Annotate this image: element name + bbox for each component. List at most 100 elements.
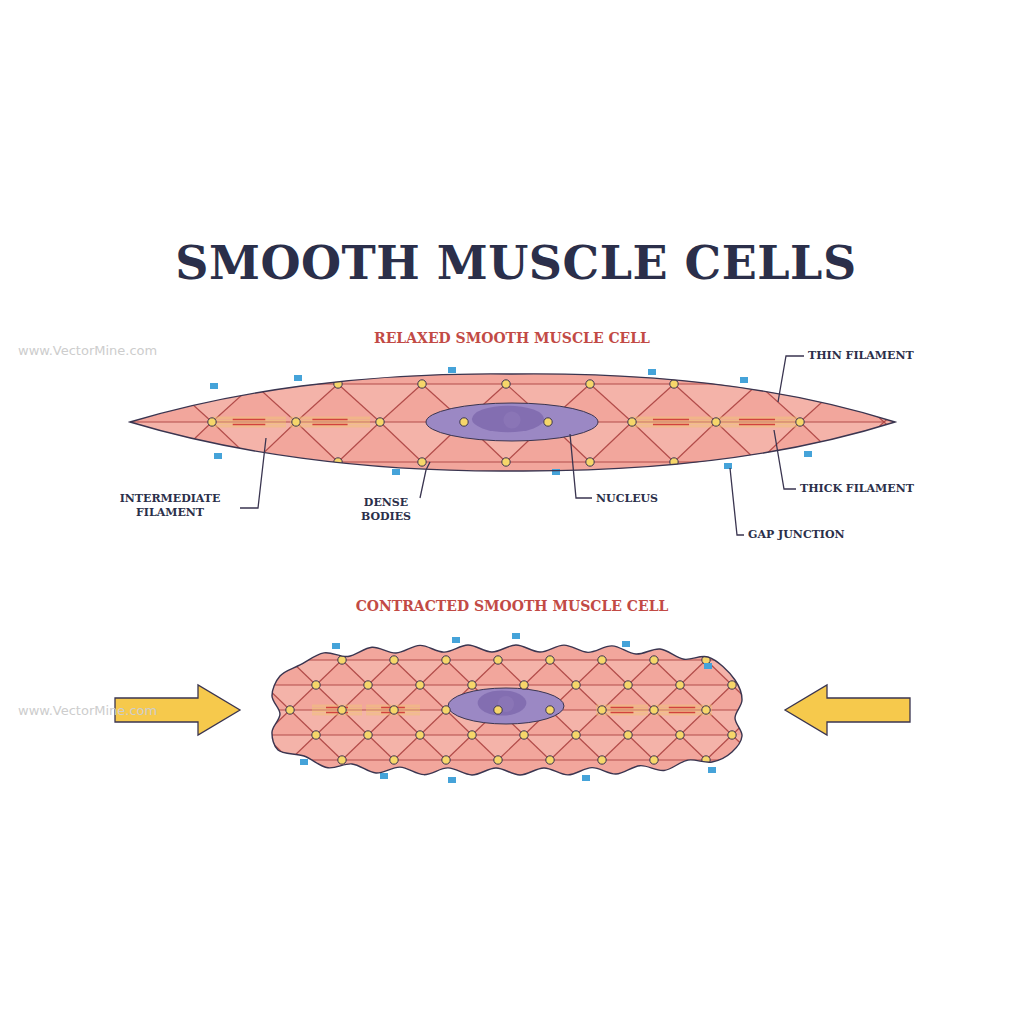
dense-body	[624, 681, 632, 689]
dense-body	[338, 756, 346, 764]
dense-body	[312, 681, 320, 689]
dense-body	[520, 681, 528, 689]
part-label: INTERMEDIATE FILAMENT	[100, 492, 240, 520]
gap-junction	[448, 367, 456, 373]
dense-body	[650, 756, 658, 764]
gap-junction	[452, 637, 460, 643]
section-heading: RELAXED SMOOTH MUSCLE CELL	[262, 330, 762, 346]
dense-body	[442, 756, 450, 764]
leader-line	[730, 468, 744, 535]
gap-junction	[294, 375, 302, 381]
dense-body	[418, 458, 426, 466]
dense-body	[442, 706, 450, 714]
dense-body	[494, 706, 502, 714]
leader-line	[240, 438, 266, 508]
gap-junction	[704, 663, 712, 669]
gap-junction	[512, 633, 520, 639]
dense-body	[728, 731, 736, 739]
contracted-cell	[238, 633, 810, 783]
nucleus	[448, 688, 564, 724]
dense-body	[628, 418, 636, 426]
gap-junction	[740, 377, 748, 383]
dense-body	[650, 706, 658, 714]
squeeze-arrow	[785, 685, 910, 735]
dense-body	[838, 380, 846, 388]
dense-body	[376, 418, 384, 426]
dense-body	[416, 731, 424, 739]
dense-body	[712, 418, 720, 426]
dense-body	[502, 380, 510, 388]
gap-junction	[214, 453, 222, 459]
part-label: THICK FILAMENT	[800, 482, 950, 496]
dense-body	[442, 656, 450, 664]
part-label: GAP JUNCTION	[748, 528, 898, 542]
dense-body	[468, 681, 476, 689]
gap-junction	[552, 469, 560, 475]
dense-body	[166, 380, 174, 388]
dense-body	[702, 706, 710, 714]
dense-body	[390, 756, 398, 764]
dense-body	[546, 656, 554, 664]
dense-body	[364, 731, 372, 739]
dense-body	[416, 681, 424, 689]
dense-body	[544, 418, 552, 426]
dense-body	[166, 458, 174, 466]
dense-body	[546, 706, 554, 714]
dense-body	[676, 681, 684, 689]
dense-body	[250, 458, 258, 466]
dense-body	[390, 656, 398, 664]
dense-body	[286, 756, 294, 764]
gap-junction	[300, 759, 308, 765]
dense-body	[572, 681, 580, 689]
dense-body	[494, 656, 502, 664]
relaxed-cell	[86, 367, 1010, 475]
cell-membrane	[272, 645, 742, 775]
watermark: www.VectorMine.com	[18, 703, 218, 718]
leader-line	[778, 356, 804, 402]
dense-body	[468, 731, 476, 739]
dense-body	[676, 731, 684, 739]
section-heading: CONTRACTED SMOOTH MUSCLE CELL	[262, 598, 762, 614]
dense-body	[546, 756, 554, 764]
dense-body	[728, 681, 736, 689]
leader-line	[420, 462, 430, 498]
dense-body	[670, 380, 678, 388]
dense-body	[250, 380, 258, 388]
gap-junction	[380, 773, 388, 779]
dense-body	[364, 681, 372, 689]
dense-body	[390, 706, 398, 714]
dense-body	[338, 706, 346, 714]
leader-line	[774, 430, 796, 489]
dense-body	[502, 458, 510, 466]
gap-junction	[648, 369, 656, 375]
dense-body	[418, 380, 426, 388]
dense-body	[494, 756, 502, 764]
dense-body	[572, 731, 580, 739]
dense-body	[598, 656, 606, 664]
cell-body	[272, 645, 742, 775]
gap-junction	[724, 463, 732, 469]
dense-body	[624, 731, 632, 739]
dense-body	[838, 458, 846, 466]
dense-body	[796, 418, 804, 426]
gap-junction	[708, 767, 716, 773]
dense-body	[586, 458, 594, 466]
gap-junction	[804, 451, 812, 457]
dense-body	[754, 458, 762, 466]
nucleus	[426, 403, 598, 441]
dense-body	[650, 656, 658, 664]
part-label: DENSE BODIES	[356, 496, 416, 524]
watermark: www.VectorMine.com	[18, 343, 218, 358]
gap-junction	[392, 469, 400, 475]
dense-body	[598, 756, 606, 764]
dense-body	[292, 418, 300, 426]
gap-junction	[582, 775, 590, 781]
gap-junction	[210, 383, 218, 389]
dense-body	[208, 418, 216, 426]
dense-body	[586, 380, 594, 388]
gap-junction	[332, 643, 340, 649]
dense-body	[520, 731, 528, 739]
part-label: THIN FILAMENT	[808, 349, 948, 363]
dense-body	[312, 731, 320, 739]
dense-body	[598, 706, 606, 714]
